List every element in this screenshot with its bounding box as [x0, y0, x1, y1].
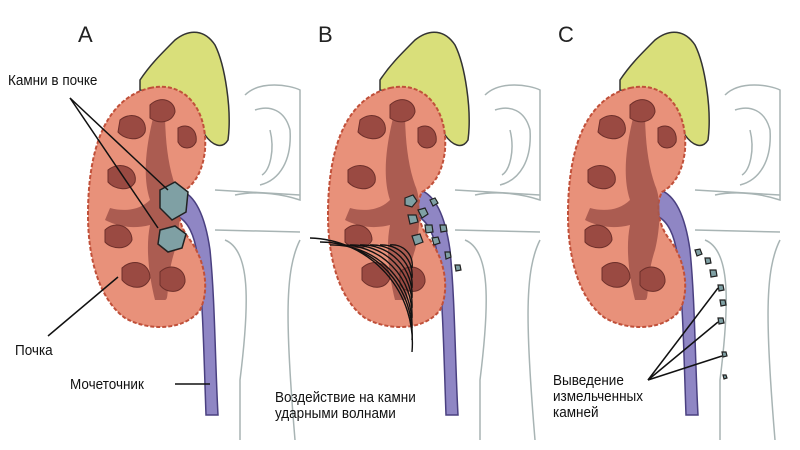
stone-fragments-passing	[694, 248, 728, 380]
leader-lines	[47, 97, 210, 385]
label-shockwave-line2: ударными волнами	[275, 405, 396, 422]
shockwave-arcs	[309, 237, 414, 353]
label-removal: Выведение измельченных камней	[553, 373, 643, 421]
panel-letter-b: B	[318, 22, 333, 47]
panel-letter-c: C	[558, 22, 574, 47]
label-kidney: Почка	[15, 342, 53, 359]
stone-fragments	[404, 194, 462, 272]
panel-b	[309, 31, 541, 441]
label-shockwave-line1: Воздействие на камни	[275, 389, 416, 406]
label-removal-line1: Выведение	[553, 372, 624, 389]
kidney-illustration	[327, 31, 541, 441]
stone-lower	[157, 225, 187, 253]
label-removal-line2: измельченных	[553, 388, 643, 405]
leader-lines	[647, 287, 723, 381]
panel-c	[567, 31, 781, 441]
label-ureter: Мочеточник	[70, 376, 144, 393]
label-shockwave: Воздействие на камни ударными волнами	[275, 390, 416, 422]
label-removal-line3: камней	[553, 404, 599, 421]
label-stones-in-kidney: Камни в почке	[8, 72, 98, 89]
panel-letter-a: A	[78, 22, 93, 47]
stone-upper	[159, 181, 189, 221]
panel-a	[47, 31, 301, 441]
